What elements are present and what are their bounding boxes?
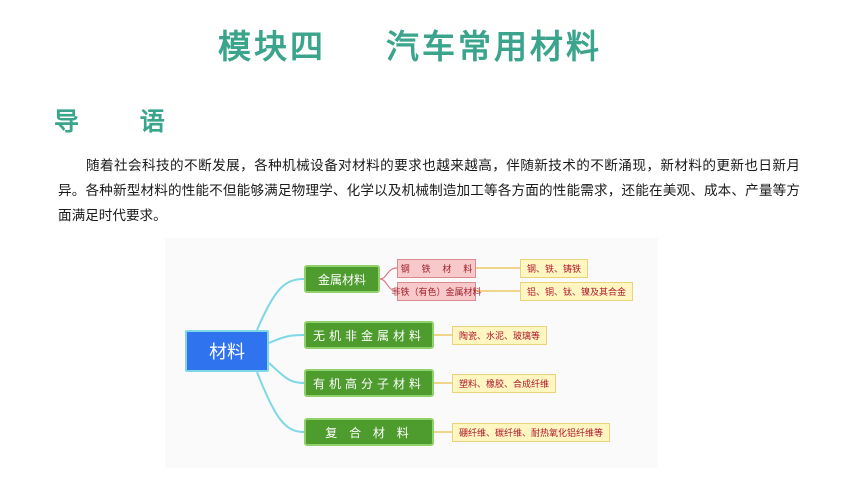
branch-metal: 金属材料	[304, 265, 380, 293]
mindmap-root-node: 材料	[185, 330, 269, 372]
sub-nonferrous: 非铁（有色）金属材料	[392, 282, 482, 301]
page-title: 模块四 汽车常用材料	[0, 20, 820, 68]
mindmap-connectors	[256, 267, 520, 433]
leaf-composite-examples: 硼纤维、碳纤维、耐热氧化铝纤维等	[452, 423, 611, 442]
branch-organic: 有机高分子材料	[304, 369, 434, 397]
materials-mindmap: 材料 金属材料 钢 铁 材 料 非铁（有色）金属材料 钢、铁、铸铁 铝、铜、钛、…	[165, 238, 658, 468]
title-subject: 汽车常用材料	[386, 27, 602, 66]
intro-paragraph: 随着社会科技的不断发展，各种机械设备对材料的要求也越来越高，伴随新技术的不断涌现…	[58, 158, 800, 224]
leaf-organic-examples: 塑料、橡胶、合成纤维	[452, 374, 557, 393]
leaf-inorganic-examples: 陶瓷、水泥、玻璃等	[452, 326, 548, 345]
title-module: 模块四	[218, 27, 326, 66]
branch-composite: 复 合 材 料	[304, 418, 434, 446]
leaf-nonferrous-examples: 铝、铜、钛、镍及其合金	[520, 282, 634, 301]
branch-inorganic: 无机非金属材料	[304, 321, 434, 349]
sub-ferrous: 钢 铁 材 料	[397, 259, 476, 278]
leaf-ferrous-examples: 钢、铁、铸铁	[520, 259, 589, 278]
section-heading: 导 语	[54, 107, 191, 136]
